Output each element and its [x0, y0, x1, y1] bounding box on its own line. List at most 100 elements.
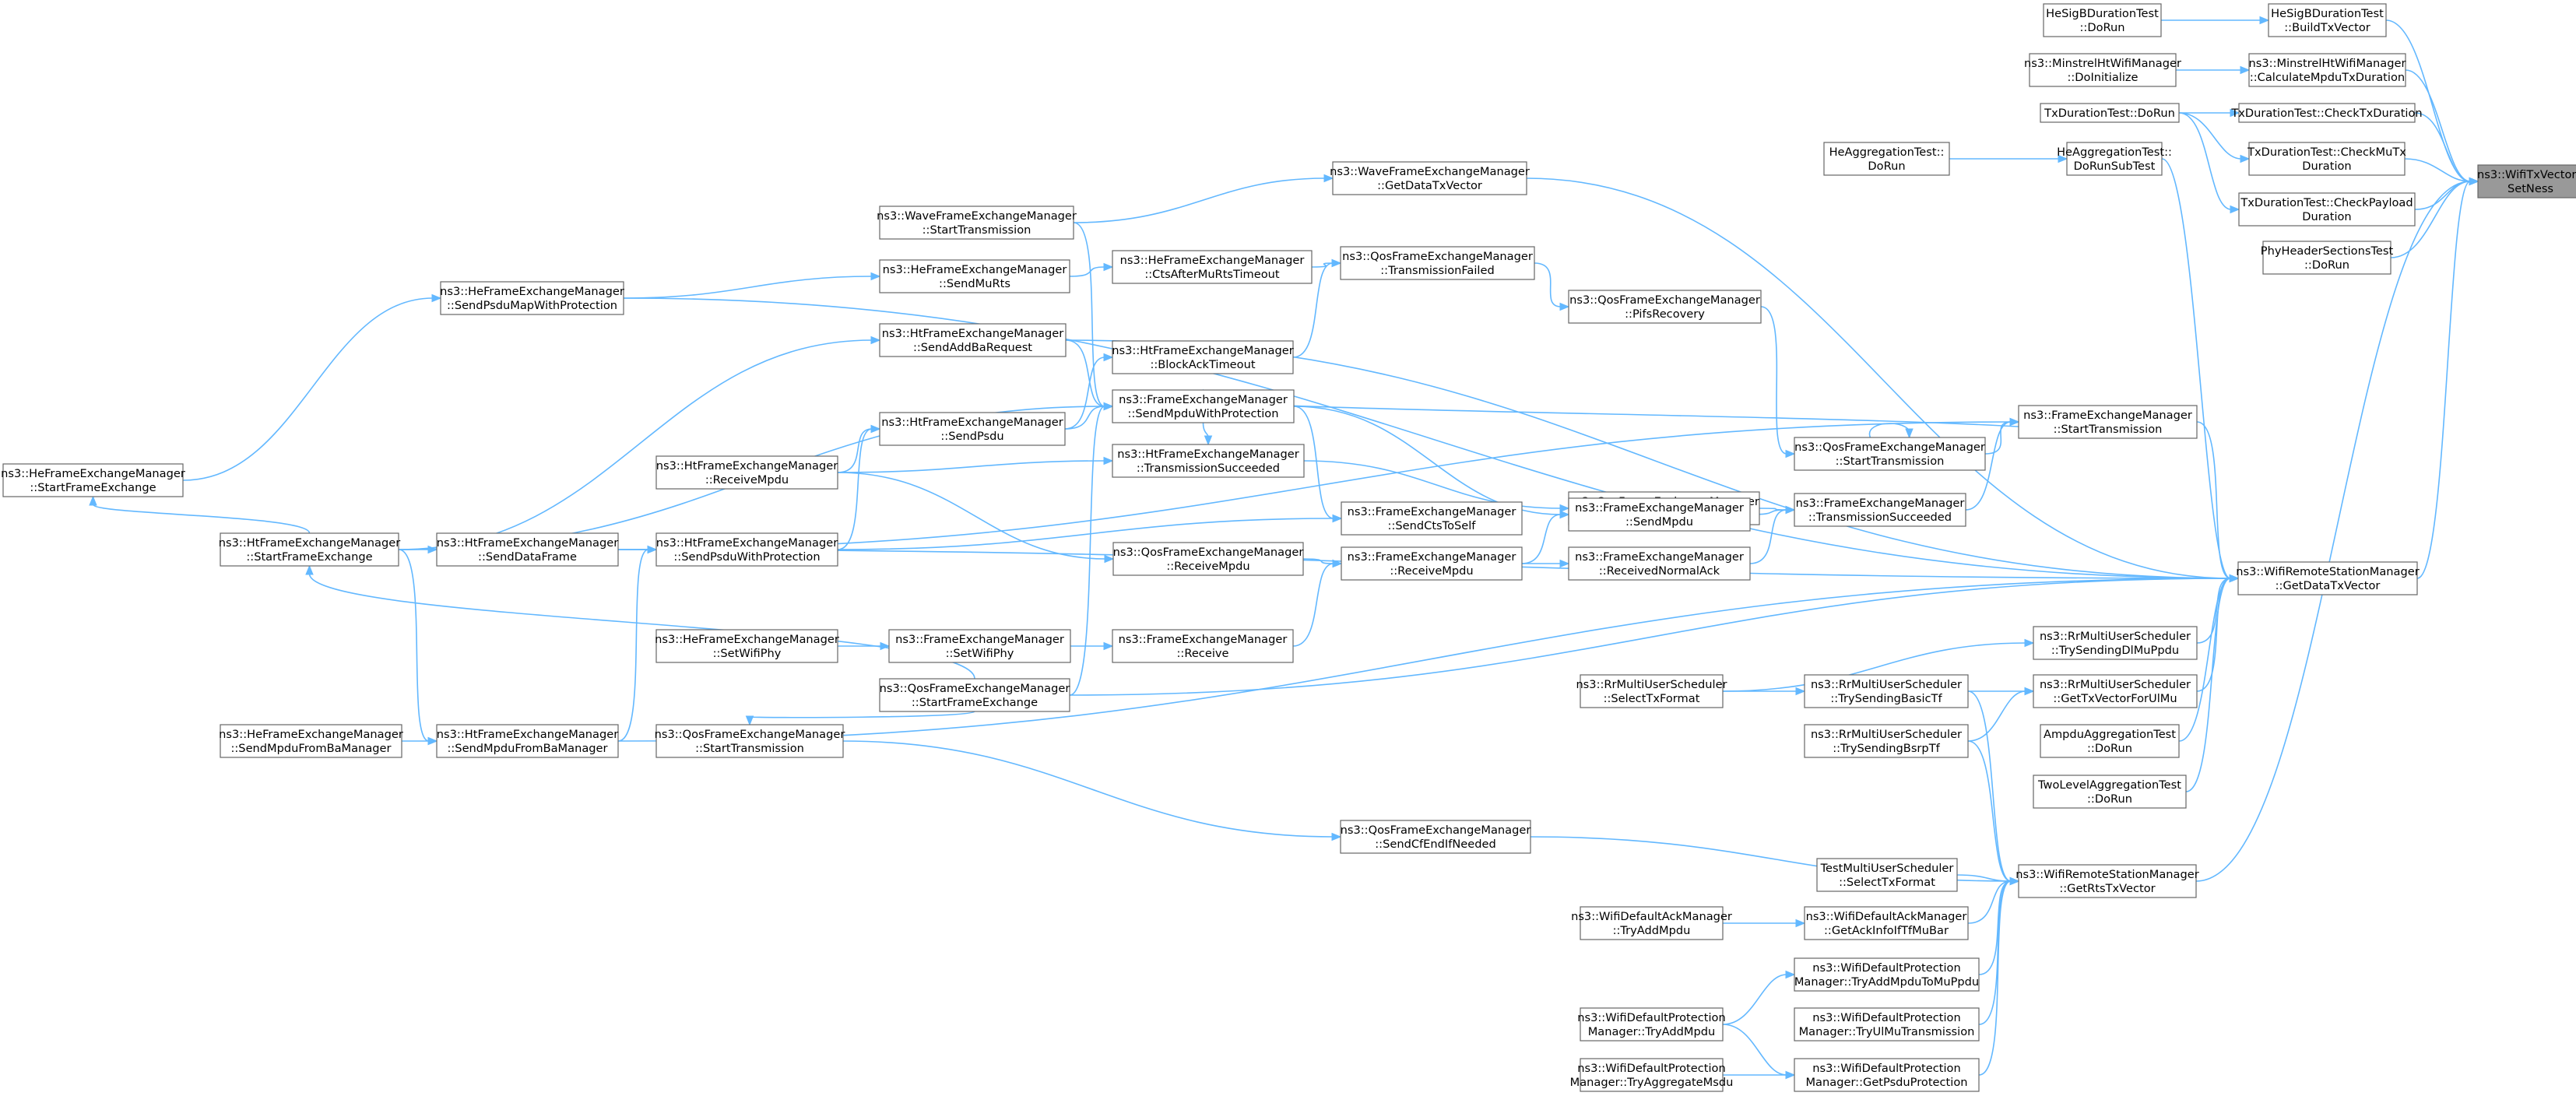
edge-wrsm-getrts-to-setness	[2195, 177, 2479, 882]
node-qos-starttx2[interactable]: ns3::QosFrameExchangeManager::StartTrans…	[655, 724, 845, 758]
node-label: ::StartTransmission	[2054, 423, 2163, 436]
node-label: ::Receive	[1177, 647, 1229, 660]
node-twolevel[interactable]: TwoLevelAggregationTest::DoRun	[2033, 775, 2187, 809]
node-rr-bsrp[interactable]: ns3::RrMultiUserScheduler::TrySendingBsr…	[1804, 724, 1969, 758]
node-ampdu[interactable]: AmpduAggregationTest::DoRun	[2040, 724, 2180, 758]
node-he-sendmpduba[interactable]: ns3::HeFrameExchangeManager::SendMpduFro…	[219, 724, 403, 758]
node-ht-sendaddba[interactable]: ns3::HtFrameExchangeManager::SendAddBaRe…	[879, 323, 1067, 357]
node-label: ns3::WifiDefaultProtection	[1812, 1062, 1960, 1075]
node-wrsm-getdata[interactable]: ns3::WifiRemoteStationManager::GetDataTx…	[2236, 561, 2420, 595]
node-fem-starttx[interactable]: ns3::FrameExchangeManager::StartTransmis…	[2018, 405, 2198, 439]
node-label: ns3::HtFrameExchangeManager	[1112, 344, 1293, 357]
node-prot-aggmsdu[interactable]: ns3::WifiDefaultProtectionManager::TryAg…	[1570, 1058, 1734, 1092]
node-label: ::SendAddBaRequest	[913, 341, 1032, 354]
node-fem-ctstoself[interactable]: ns3::FrameExchangeManager::SendCtsToSelf	[1341, 501, 1523, 536]
node-label: ns3::RrMultiUserScheduler	[1576, 678, 1727, 691]
node-prot-tomupdu[interactable]: ns3::WifiDefaultProtectionManager::TryAd…	[1794, 957, 1980, 992]
node-heagg-run[interactable]: HeAggregationTest::DoRun	[1823, 142, 1950, 176]
node-label: ns3::WifiDefaultAckManager	[1806, 910, 1967, 923]
node-txdur-run[interactable]: TxDurationTest::DoRun	[2040, 103, 2180, 123]
edge-testmu-select-to-wrsm-getrts	[1956, 874, 2020, 886]
node-ack-getinfo[interactable]: ns3::WifiDefaultAckManager::GetAckInfoIf…	[1804, 906, 1969, 940]
node-label: ns3::WaveFrameExchangeManager	[877, 209, 1077, 223]
node-qos-pifs[interactable]: ns3::QosFrameExchangeManager::PifsRecove…	[1568, 290, 1762, 324]
node-qos-startfe[interactable]: ns3::QosFrameExchangeManager::StartFrame…	[879, 678, 1070, 712]
node-label: ::TransmissionSucceeded	[1137, 462, 1280, 475]
node-fem-mpduprot[interactable]: ns3::FrameExchangeManager::SendMpduWithP…	[1112, 389, 1295, 423]
node-label: ns3::WifiRemoteStationManager	[2236, 565, 2420, 578]
node-fem-sendmpdu[interactable]: ns3::FrameExchangeManager::SendMpdu	[1568, 497, 1751, 532]
node-ht-txsucc[interactable]: ns3::HtFrameExchangeManager::Transmissio…	[1112, 444, 1305, 478]
node-label: ::BlockAckTimeout	[1150, 358, 1255, 371]
node-qos-recvmpdu[interactable]: ns3::QosFrameExchangeManager::ReceiveMpd…	[1112, 542, 1304, 576]
edge-txdur-run-to-txdur-payload	[2178, 112, 2240, 214]
edge-qos-recvmpdu-to-fem-recvmpdu	[1302, 558, 1343, 568]
node-label: HeAggregationTest::	[2057, 146, 2172, 159]
node-ht-sendmpduba[interactable]: ns3::HtFrameExchangeManager::SendMpduFro…	[436, 724, 619, 758]
node-ht-senddata[interactable]: ns3::HtFrameExchangeManager::SendDataFra…	[436, 532, 619, 567]
node-label: ::BuildTxVector	[2284, 21, 2370, 34]
node-minstrel-calc[interactable]: ns3::MinstrelHtWifiManager::CalculateMpd…	[2248, 53, 2406, 87]
node-he-psdumap[interactable]: ns3::HeFrameExchangeManager::SendPsduMap…	[440, 281, 624, 315]
node-hesigb-build[interactable]: HeSigBDurationTest::BuildTxVector	[2268, 3, 2387, 37]
node-fem-txsucc[interactable]: ns3::FrameExchangeManager::TransmissionS…	[1794, 493, 1966, 527]
node-wave-start[interactable]: ns3::WaveFrameExchangeManager::StartTran…	[877, 206, 1077, 240]
node-label: ::TrySendingDlMuPpdu	[2051, 644, 2179, 657]
node-qos-cfend[interactable]: ns3::QosFrameExchangeManager::SendCfEndI…	[1340, 820, 1531, 854]
node-prot-getpsdu[interactable]: ns3::WifiDefaultProtectionManager::GetPs…	[1794, 1058, 1980, 1092]
node-rr-getul[interactable]: ns3::RrMultiUserScheduler::GetTxVectorFo…	[2033, 674, 2198, 708]
node-label: DoRunSubTest	[2074, 160, 2156, 173]
node-prot-tryadd[interactable]: ns3::WifiDefaultProtectionManager::TryAd…	[1577, 1007, 1726, 1042]
node-wave-getdata[interactable]: ns3::WaveFrameExchangeManager::GetDataTx…	[1330, 161, 1530, 195]
node-fem-receive[interactable]: ns3::FrameExchangeManager::Receive	[1112, 629, 1294, 663]
node-label: ns3::FrameExchangeManager	[1119, 633, 1288, 646]
node-ht-startfe[interactable]: ns3::HtFrameExchangeManager::StartFrameE…	[219, 532, 400, 567]
edge-ht-blockack-to-qos-txfailed	[1292, 258, 1342, 358]
node-ht-recvmpdu[interactable]: ns3::HtFrameExchangeManager::ReceiveMpdu	[655, 455, 838, 490]
node-prot-ulmu[interactable]: ns3::WifiDefaultProtectionManager::TryUl…	[1794, 1007, 1980, 1042]
node-label: ::DoInitialize	[2067, 71, 2138, 84]
node-label: HeSigBDurationTest	[2271, 7, 2384, 20]
node-phyhdr[interactable]: PhyHeaderSectionsTest::DoRun	[2261, 241, 2394, 275]
node-wrsm-getrts[interactable]: ns3::WifiRemoteStationManager::GetRtsTxV…	[2015, 864, 2199, 898]
node-label: ::SendPsdu	[940, 430, 1003, 443]
node-label: ::DoRun	[2087, 792, 2132, 806]
node-fem-setphy[interactable]: ns3::FrameExchangeManager::SetWifiPhy	[888, 629, 1071, 663]
node-rr-basictf[interactable]: ns3::RrMultiUserScheduler::TrySendingBas…	[1804, 674, 1969, 708]
node-qos-txfailed[interactable]: ns3::QosFrameExchangeManager::Transmissi…	[1340, 246, 1535, 280]
node-ack-tryadd[interactable]: ns3::WifiDefaultAckManager::TryAddMpdu	[1571, 906, 1732, 940]
edge-rr-trydl-to-wrsm-getdata	[2196, 574, 2240, 644]
node-he-startfe[interactable]: ns3::HeFrameExchangeManager::StartFrameE…	[1, 463, 185, 497]
node-fem-recvack[interactable]: ns3::FrameExchangeManager::ReceivedNorma…	[1568, 546, 1751, 581]
node-label: ::SetWifiPhy	[713, 647, 782, 660]
node-qos-starttx[interactable]: ns3::QosFrameExchangeManager::StartTrans…	[1794, 437, 1986, 471]
node-he-setphy[interactable]: ns3::HeFrameExchangeManager::SetWifiPhy	[655, 629, 839, 663]
node-txdur-check[interactable]: TxDurationTest::CheckTxDuration	[2230, 103, 2423, 123]
edge-fem-mpduprot-to-ht-txsucc	[1202, 422, 1213, 446]
edge-rr-getul-to-wrsm-getdata	[2196, 574, 2240, 692]
node-hesigb-run[interactable]: HeSigBDurationTest::DoRun	[2043, 3, 2162, 37]
node-label: ns3::HtFrameExchangeManager	[219, 536, 400, 550]
node-fem-recvmpdu[interactable]: ns3::FrameExchangeManager::ReceiveMpdu	[1341, 546, 1523, 581]
node-label: ::SetWifiPhy	[946, 647, 1014, 660]
node-label: AmpduAggregationTest	[2044, 728, 2176, 741]
edge-prot-getpsdu-to-wrsm-getrts	[1978, 876, 2020, 1076]
node-testmu-select[interactable]: TestMultiUserScheduler::SelectTxFormat	[1816, 858, 1958, 892]
node-label: ns3::FrameExchangeManager	[1575, 550, 1744, 564]
node-minstrel-init[interactable]: ns3::MinstrelHtWifiManager::DoInitialize	[2024, 53, 2181, 87]
node-setness[interactable]: ns3::WifiTxVector::SetNess	[2477, 164, 2576, 198]
node-label: HeAggregationTest::	[1829, 146, 1945, 159]
node-he-ctsafter[interactable]: ns3::HeFrameExchangeManager::CtsAfterMuR…	[1112, 250, 1313, 284]
node-heagg-sub[interactable]: HeAggregationTest::DoRunSubTest	[2057, 142, 2172, 176]
node-label: ns3::WifiDefaultProtection	[1577, 1062, 1725, 1075]
node-label: ns3::RrMultiUserScheduler	[1811, 678, 1962, 691]
node-he-sendmurts[interactable]: ns3::HeFrameExchangeManager::SendMuRts	[879, 259, 1070, 293]
node-ht-blockack[interactable]: ns3::HtFrameExchangeManager::BlockAckTim…	[1112, 340, 1294, 374]
node-rr-trydl[interactable]: ns3::RrMultiUserScheduler::TrySendingDlM…	[2033, 626, 2198, 660]
node-ht-sendpsdu[interactable]: ns3::HtFrameExchangeManager::SendPsdu	[879, 412, 1066, 446]
node-rr-select[interactable]: ns3::RrMultiUserScheduler::SelectTxForma…	[1576, 674, 1727, 708]
node-ht-psduprot[interactable]: ns3::HtFrameExchangeManager::SendPsduWit…	[655, 532, 838, 567]
edge-prot-tryadd-to-prot-getpsdu	[1722, 1024, 1796, 1080]
